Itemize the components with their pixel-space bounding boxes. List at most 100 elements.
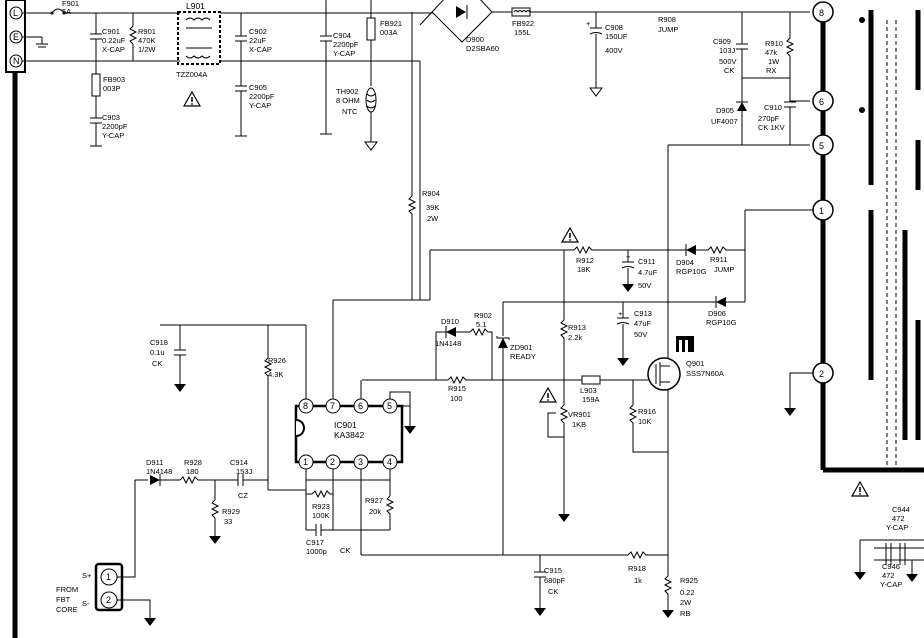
ic901-pin-2: 2 (330, 457, 335, 467)
c911-value: 4.7uF (638, 268, 658, 277)
c911-rating: 50V (638, 281, 651, 290)
fbt-label-s-plus: S+ (82, 571, 92, 580)
fb903-ref: FB903 (103, 75, 125, 84)
d910-ref: D910 (441, 317, 459, 326)
mains-connector: L E N (5, 0, 26, 638)
fb921-value: 003A (380, 28, 398, 37)
fbt-pin-2: 2 (106, 595, 111, 605)
fb922-value: 155L (514, 28, 531, 37)
r902-ref: R902 (474, 311, 492, 320)
c909-value: 103J (719, 46, 736, 55)
ic901-pin-3: 3 (358, 457, 363, 467)
c904-ref: C904 (333, 31, 351, 40)
c944-type: Y-CAP (886, 523, 908, 532)
r923-value: 100K (312, 511, 330, 520)
r925-value: 0.22 (680, 588, 695, 597)
transformer-pin-1: 1 (819, 206, 824, 216)
r901-rating: 1/2W (138, 45, 156, 54)
r904-value: 39K (426, 203, 439, 212)
c905-value: 2200pF (249, 92, 275, 101)
c918-type: CK (152, 359, 162, 368)
r925-ref: R925 (680, 576, 698, 585)
r904-ref: R904 (422, 189, 440, 198)
c911-ref: C911 (638, 257, 655, 266)
c910-value: 270pF (758, 114, 780, 123)
ic901-pin-7: 7 (330, 401, 335, 411)
d911-part: 1N4148 (146, 467, 172, 476)
r901-value: 470K (138, 36, 156, 45)
d900-part: D2SBA60 (466, 44, 499, 53)
r911-ref: R911 (710, 255, 727, 264)
fb922-ref: FB922 (512, 19, 534, 28)
r918-ref: R918 (628, 564, 646, 573)
r918-value: 1k (634, 576, 642, 585)
r929-ref: R929 (222, 507, 240, 516)
r916-ref: R916 (638, 407, 656, 416)
r912-ref: R912 (576, 256, 594, 265)
connector-pin-l: L (13, 8, 18, 18)
c918-ref: C918 (150, 338, 168, 347)
r910-ref: R910 (765, 39, 783, 48)
th902-ref: TH902 (336, 87, 359, 96)
l901-ref: L901 (186, 1, 205, 11)
r927-value: 20k (369, 507, 381, 516)
l903-ref: L903 (580, 386, 597, 395)
r923-ref: R923 (312, 502, 330, 511)
zd901-ref: ZD901 (510, 343, 533, 352)
zd901-value: READY (510, 352, 536, 361)
r928-ref: R928 (184, 458, 202, 467)
connector-pin-n: N (13, 56, 20, 66)
d906-part: RGP10G (706, 318, 737, 327)
flyback-transformer (820, 10, 924, 473)
c918-value: 0.1u (150, 348, 165, 357)
c944-value: 472 (892, 514, 905, 523)
c917-ref: C917 (306, 538, 324, 547)
l903-value: 159A (582, 395, 600, 404)
ic901-ref: IC901 (334, 420, 357, 430)
c901-ref: C901 (102, 27, 120, 36)
c902-type: X-CAP (249, 45, 272, 54)
th902-type: NTC (342, 107, 358, 116)
r926-value: 4.3K (268, 370, 283, 379)
d904-part: RGP10G (676, 267, 707, 276)
d900-ref: D900 (466, 35, 484, 44)
l901-part: TZZ004A (176, 70, 207, 79)
fbt-caption-from: FROM (56, 585, 78, 594)
c913-rating: 50V (634, 330, 647, 339)
r908-value: JUMP (658, 25, 678, 34)
transformer-pin-2: 2 (819, 369, 824, 379)
c908-ref: C908 (605, 23, 623, 32)
r927-ref: R927 (365, 496, 383, 505)
r908-ref: R908 (658, 15, 676, 24)
r926-ref: R926 (268, 356, 286, 365)
r912-value: 18K (577, 265, 590, 274)
svg-text:+: + (586, 19, 591, 28)
fuse-ref: F901 (62, 0, 79, 8)
c946-value: 472 (882, 571, 895, 580)
c917-value: 1000p (306, 547, 327, 556)
c905-type: Y-CAP (249, 101, 271, 110)
c944-ref: C944 (892, 505, 910, 514)
ic901-pwm-controller: IC901 KA3842 (294, 404, 404, 464)
r915-ref: R915 (448, 384, 466, 393)
fbt-connector: 1 2 S+ S- FROM FBT CORE (56, 562, 124, 614)
fbt-caption-core: CORE (56, 605, 78, 614)
r925-rating: 2W (680, 598, 692, 607)
c901-type: X-CAP (102, 45, 125, 54)
c902-ref: C902 (249, 27, 267, 36)
d904-ref: D904 (676, 258, 694, 267)
fuse-value: 5A (62, 7, 71, 16)
c915-ref: C915 (544, 566, 562, 575)
c910-type: CK 1KV (758, 123, 785, 132)
d900-bridge-rectifier: D900 D2SBA60 (431, 0, 499, 53)
c913-value: 47uF (634, 319, 652, 328)
c915-type: CK (548, 587, 558, 596)
d905-part: UF4007 (711, 117, 738, 126)
r901-ref: R901 (138, 27, 156, 36)
fb921-ref: FB921 (380, 19, 402, 28)
c908-value: 150UF (605, 32, 628, 41)
c903-value: 2200pF (102, 122, 128, 131)
c917-type: CK (340, 546, 350, 555)
r928-value: 180 (186, 467, 199, 476)
